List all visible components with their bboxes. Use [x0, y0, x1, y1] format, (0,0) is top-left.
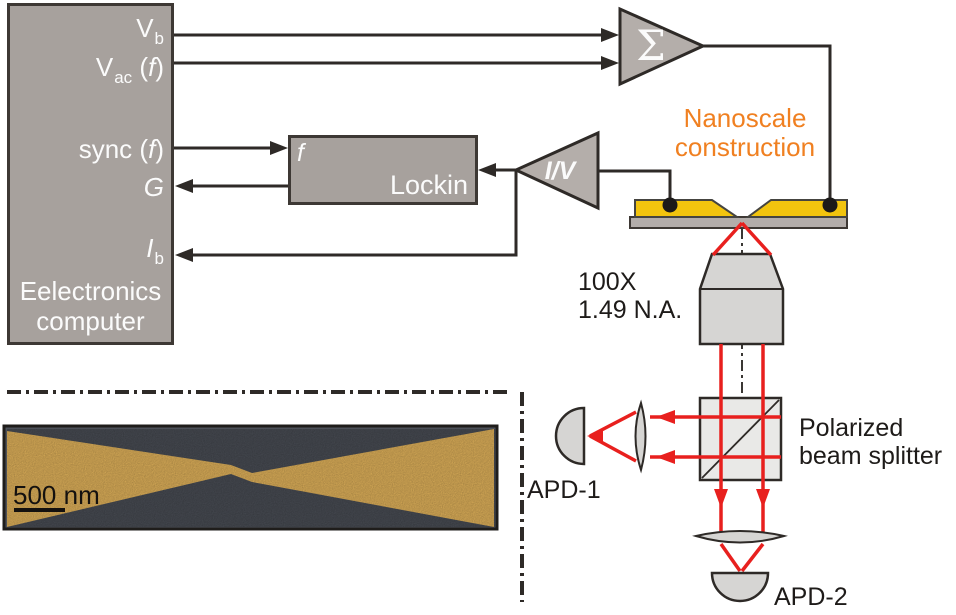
iv-converter-triangle [512, 130, 600, 211]
collection-lens-apd2 [692, 530, 788, 544]
port-ib: Ib [18, 233, 164, 268]
arrowhead-g [175, 179, 193, 193]
port-sync-f: f [148, 134, 156, 164]
apd2-label: APD-2 [774, 583, 848, 611]
port-g: G [18, 172, 164, 203]
arrowhead-vb [601, 28, 619, 42]
red-arrow-down-right [756, 489, 770, 508]
port-sync-main: sync [78, 134, 133, 164]
port-sync-paren-open: ( [139, 134, 149, 164]
red-arrow-left-top [656, 410, 675, 424]
lockin-box [288, 135, 478, 205]
red-arrow-apd1 [587, 430, 603, 442]
red-arrow-left-bottom [656, 450, 675, 464]
lockin-f-label: f [297, 139, 304, 167]
arrowhead-vac [601, 56, 619, 70]
wire-iv-to-ib [189, 170, 518, 257]
sum-amplifier-symbol: Σ [636, 21, 666, 70]
port-vac-f: f [148, 52, 156, 82]
objective-magnification: 100X [578, 268, 637, 296]
apd2-detector [710, 571, 770, 603]
ray-cone-right [740, 221, 773, 257]
arrowhead-sync [270, 141, 288, 155]
beam-splitter-cube [698, 396, 783, 482]
port-vac-paren-close: ) [155, 52, 164, 82]
cube-diagonal [701, 399, 780, 479]
objective-na: 1.49 N.A. [578, 296, 683, 324]
objective-outline [698, 252, 785, 346]
computer-name-line2: computer [36, 306, 145, 336]
red-arrow-down-left [714, 489, 728, 508]
port-vac: Vac (f) [18, 52, 164, 87]
port-vac-sub: ac [114, 68, 133, 87]
sum-amplifier-triangle [618, 6, 707, 87]
nanoscale-line2: construction [674, 132, 816, 162]
port-sync-paren-close: ) [155, 134, 164, 164]
objective-lens-body [698, 252, 785, 346]
gold-electrode-right [744, 199, 848, 218]
apd1-detector [554, 406, 586, 466]
collection-lens-apd1 [634, 399, 647, 474]
gold-electrode-left [634, 199, 741, 218]
laser-arrowheads [587, 410, 770, 508]
port-vb-main: V [136, 13, 154, 43]
port-g-label: G [143, 172, 164, 202]
iv-converter-label: I/V [544, 157, 576, 185]
sem-image [2, 424, 499, 531]
ray-focus-apd2-right [740, 542, 765, 573]
contact-dot-left [662, 197, 678, 213]
beam-splitter-label: Polarized beam splitter [799, 414, 942, 470]
wire-arrowheads [175, 28, 619, 262]
apd1-label: APD-1 [527, 476, 601, 504]
electronics-computer-box [7, 3, 174, 345]
ray-focus-apd2-left [719, 542, 742, 573]
contact-dot-right [822, 197, 838, 213]
nanoscale-line1: Nanoscale [683, 103, 807, 133]
scale-bar-label: 500 nm [13, 480, 100, 510]
port-vac-paren-open: ( [139, 52, 149, 82]
arrowhead-lockin-input [478, 163, 496, 177]
port-vac-main: V [95, 52, 114, 82]
signal-wires [174, 33, 832, 257]
ray-cone-left [711, 221, 744, 257]
port-vb: Vb [18, 13, 164, 48]
ray-focus-apd1-bottom [589, 434, 637, 463]
nanoscale-construction-label: Nanoscale construction [655, 104, 835, 162]
sem-noise-texture [7, 429, 495, 527]
port-sync: sync (f) [18, 134, 164, 165]
port-vb-sub: b [154, 29, 164, 48]
objective-label: 100X 1.49 N.A. [578, 268, 682, 324]
arrowhead-ib [175, 248, 193, 262]
port-ib-main: I [146, 233, 154, 263]
wire-sum-to-sample [703, 44, 832, 200]
wire-sample-to-iv [598, 169, 672, 200]
lockin-label: Lockin [389, 170, 468, 200]
beam-splitter-line2: beam splitter [799, 442, 943, 470]
port-ib-sub: b [154, 249, 164, 268]
beam-splitter-line1: Polarized [799, 414, 904, 442]
computer-name-line1: Eelectronics [19, 276, 162, 306]
